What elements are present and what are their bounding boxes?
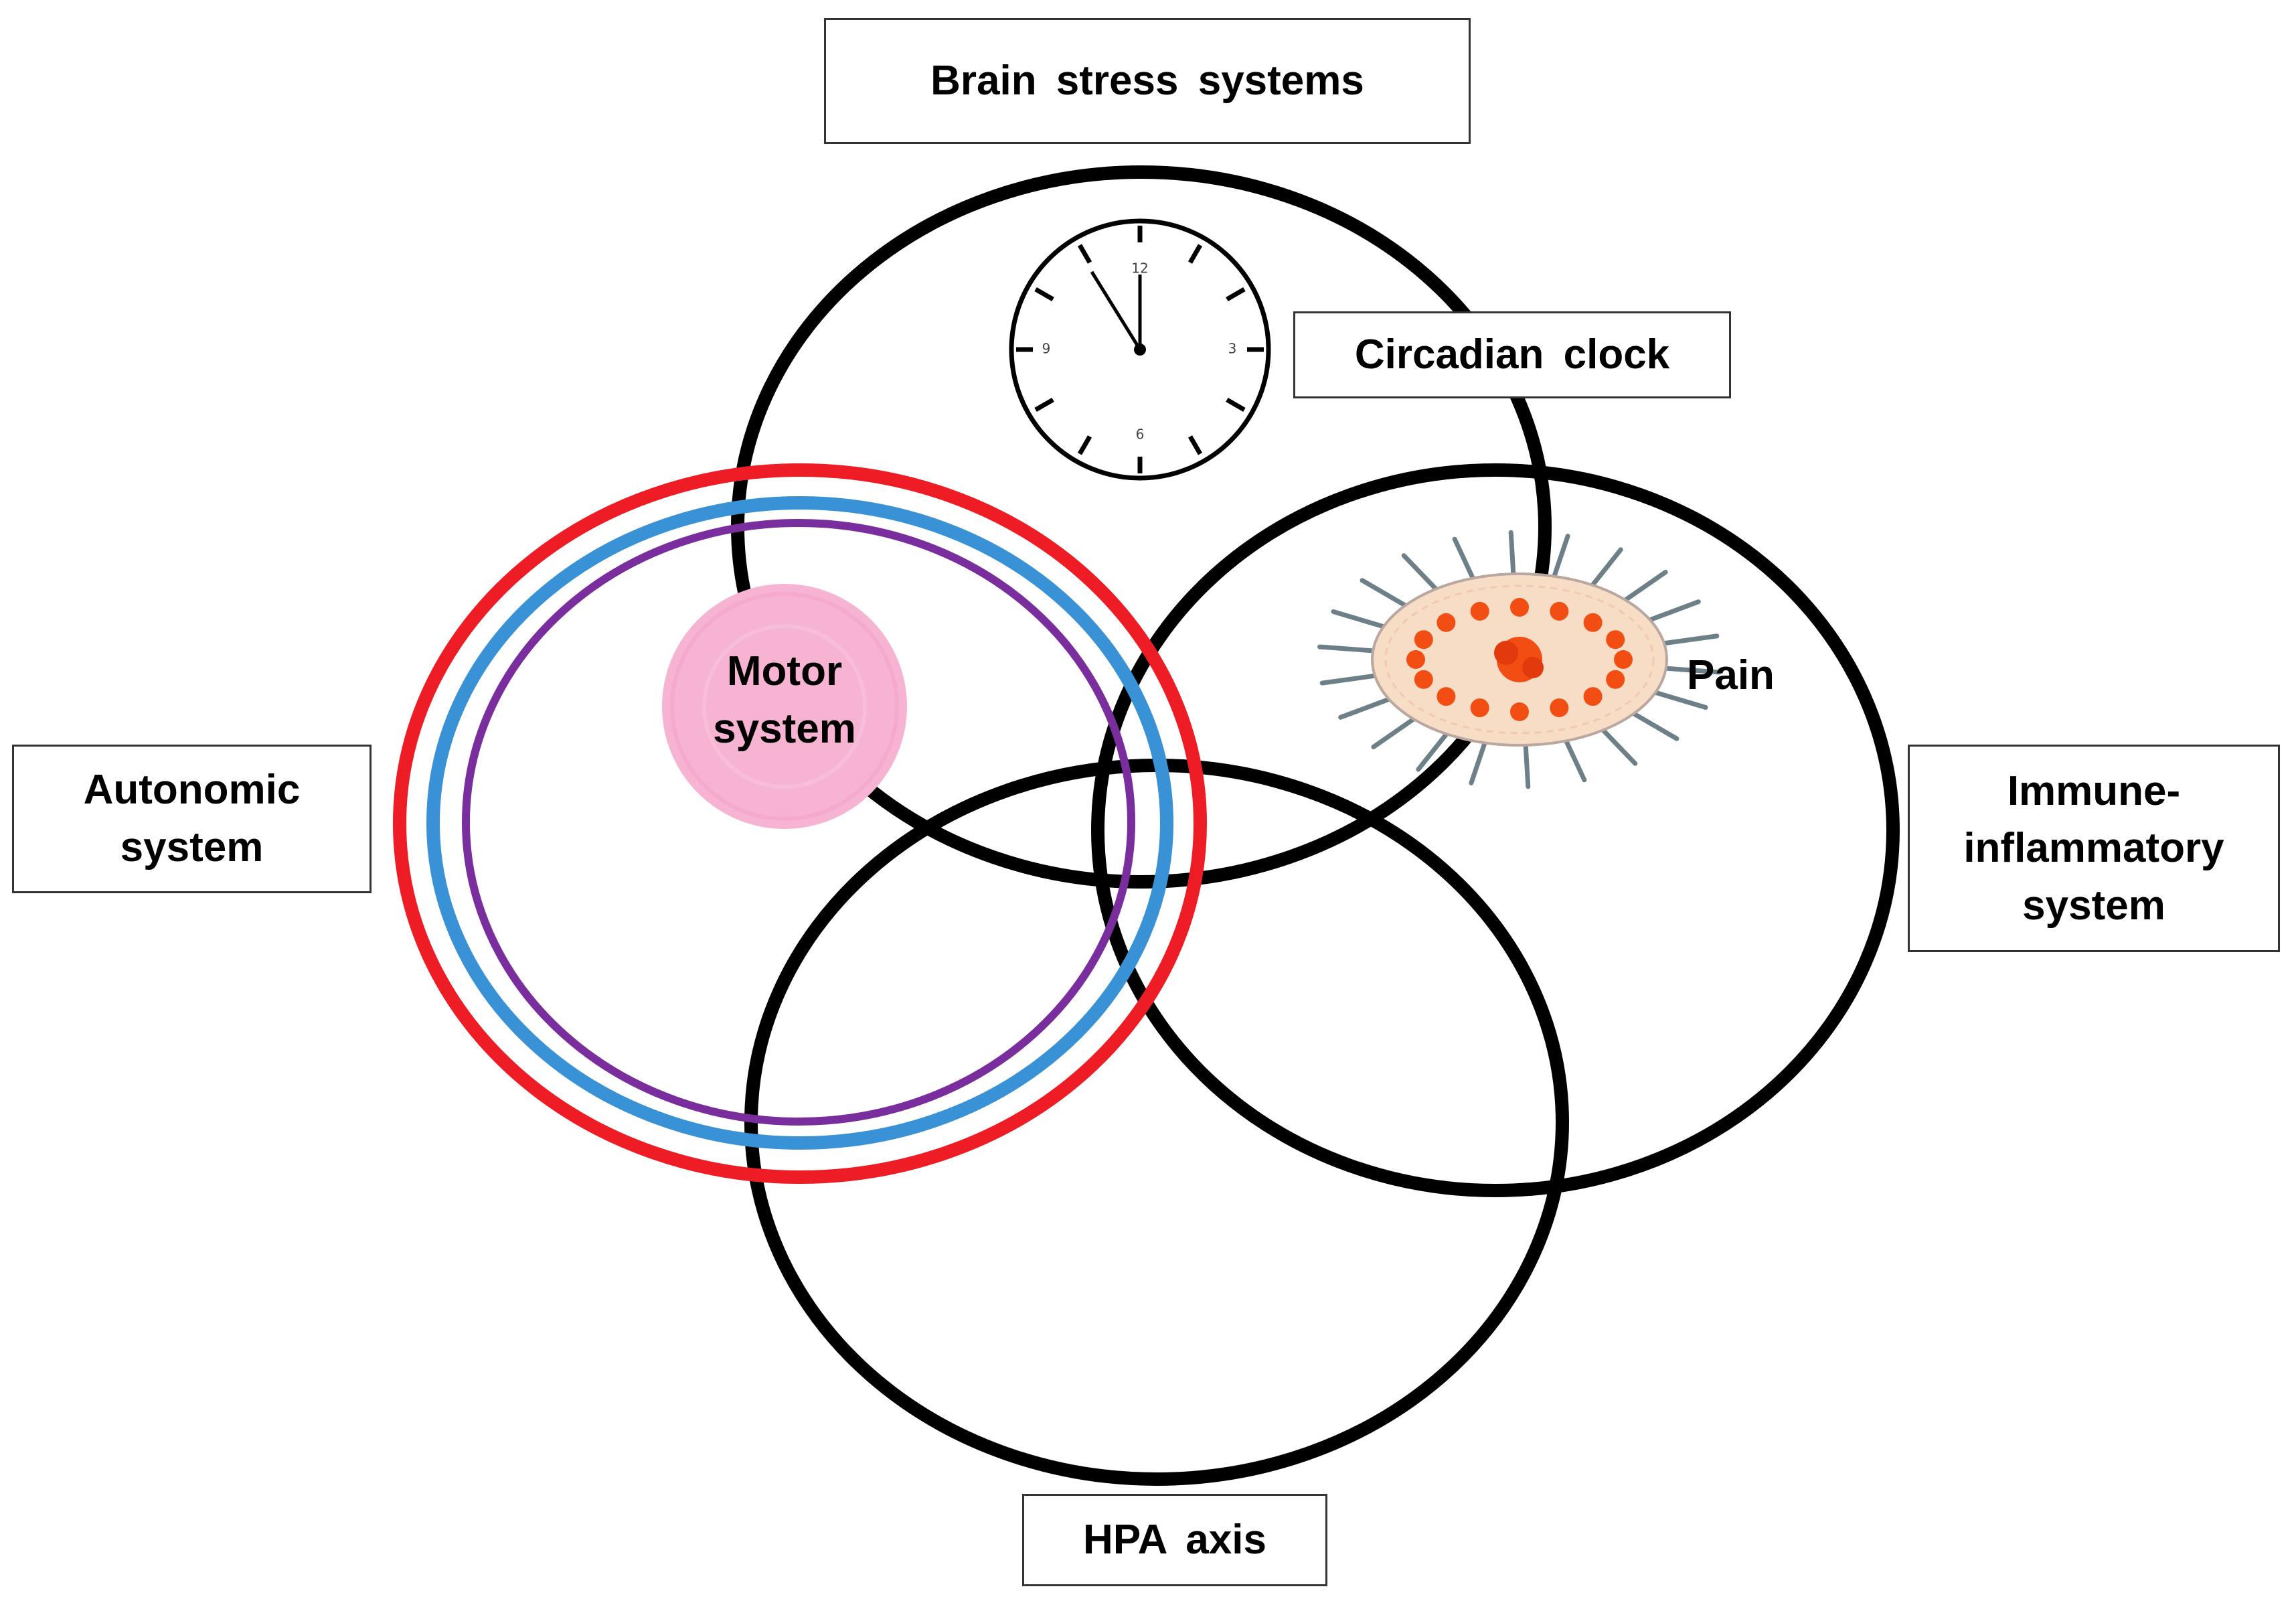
clock-icon: 12 3 6 9: [1009, 218, 1271, 481]
clock-tick: [1034, 287, 1054, 302]
hpa-axis-text: HPA axis: [1083, 1517, 1266, 1563]
pain-spot: [1583, 687, 1603, 706]
pain-spot: [1510, 598, 1529, 617]
clock-tick: [1034, 397, 1054, 412]
pain-spot: [1550, 601, 1569, 621]
clock-numeral-9: 9: [1042, 341, 1051, 357]
pain-spot: [1437, 613, 1456, 632]
pain-spot: [1550, 698, 1569, 718]
pain-spot: [1606, 670, 1625, 689]
autonomic-ring-inner: [462, 519, 1135, 1126]
pain-spot: [1510, 702, 1529, 721]
pain-spot: [1606, 630, 1625, 649]
pain-spot: [1470, 601, 1489, 621]
autonomic-ring-outer: [393, 463, 1207, 1184]
pain-lesion-icon: [1317, 530, 1722, 789]
brain-stress-systems-label: Brain stress systems: [824, 18, 1471, 144]
circadian-clock-label: Circadian clock: [1293, 311, 1731, 398]
autonomic-ring-middle: [426, 496, 1173, 1150]
clock-numeral-3: 3: [1228, 341, 1237, 357]
motor-system-blob: [662, 584, 907, 829]
clock-tick: [1187, 244, 1203, 264]
pain-spot: [1583, 613, 1603, 632]
pain-spot: [1406, 650, 1425, 669]
pain-spot: [1614, 650, 1633, 669]
motor-system-label: Motor system: [713, 648, 856, 752]
brain-stress-systems-text: Brain stress systems: [930, 58, 1364, 104]
circadian-clock-text: Circadian clock: [1354, 331, 1670, 378]
pain-spot: [1414, 670, 1433, 689]
clock-tick: [1077, 435, 1092, 455]
clock-tick: [1187, 435, 1203, 455]
pain-spot: [1470, 698, 1489, 718]
immune-inflammatory-system-text: Immune- inflammatory system: [1963, 767, 2224, 929]
immune-inflammatory-system-label: Immune- inflammatory system: [1908, 745, 2280, 952]
clock-numeral-6: 6: [1136, 427, 1145, 443]
autonomic-system-label: Autonomic system: [12, 745, 372, 893]
clock-numeral-12: 12: [1131, 260, 1148, 277]
autonomic-system-text: Autonomic system: [83, 767, 301, 870]
clock-hour-hand: [1090, 271, 1142, 351]
clock-tick: [1226, 397, 1246, 412]
pain-spot: [1414, 630, 1433, 649]
hpa-axis-label: HPA axis: [1022, 1494, 1327, 1586]
pain-label: Pain: [1687, 652, 1775, 698]
clock-tick: [1077, 244, 1092, 264]
pain-spot: [1437, 687, 1456, 706]
clock-tick: [1226, 287, 1246, 302]
immune-inflammatory-circle: [1091, 463, 1900, 1197]
